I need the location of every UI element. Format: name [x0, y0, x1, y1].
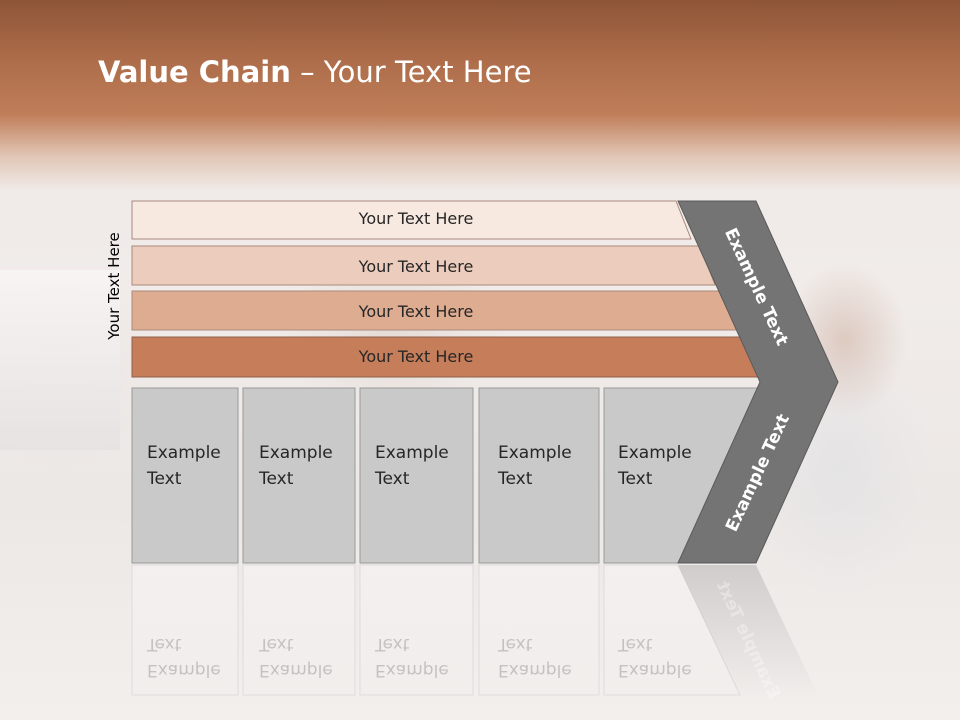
slide-title[interactable]: Value Chain – Your Text Here — [98, 52, 532, 92]
title-rest: – Your Text Here — [290, 55, 532, 89]
column-3-reflection-line-2: Text — [375, 634, 410, 654]
support-layer-4-label: Your Text Here — [358, 347, 474, 366]
column-4-reflection-line-2: Text — [498, 634, 533, 654]
column-5-reflection-label: Example Text — [618, 631, 692, 683]
column-1-line-1: Example — [147, 443, 221, 463]
column-1-reflection-label: Example Text — [147, 631, 221, 683]
header-band — [0, 0, 960, 190]
column-2-reflection-label: Example Text — [259, 631, 333, 683]
primary-column-2-label: Example Text — [259, 440, 333, 492]
column-5-line-2: Text — [618, 469, 653, 489]
column-3-reflection-label: Example Text — [375, 631, 449, 683]
primary-column-2[interactable] — [242, 387, 356, 564]
column-5-reflection-line-1: Example — [618, 660, 692, 680]
primary-column-3-label: Example Text — [375, 440, 449, 492]
column-4-line-1: Example — [498, 443, 572, 463]
support-layer-1[interactable] — [131, 200, 692, 240]
margin-chevron[interactable] — [677, 200, 839, 564]
column-1-reflection-line-1: Example — [147, 660, 221, 680]
column-1-reflection-line-2: Text — [147, 634, 182, 654]
column-2-reflection-line-1: Example — [259, 660, 333, 680]
column-3-line-1: Example — [375, 443, 449, 463]
column-3-reflection-line-1: Example — [375, 660, 449, 680]
support-layer-2-label: Your Text Here — [358, 257, 474, 276]
support-layer-2[interactable] — [131, 245, 716, 286]
column-5-line-1: Example — [618, 443, 692, 463]
primary-column-4-label: Example Text — [498, 440, 572, 492]
primary-column-1[interactable] — [131, 387, 239, 564]
column-4-line-2: Text — [498, 469, 533, 489]
primary-column-4[interactable] — [478, 387, 600, 564]
column-4-reflection-line-1: Example — [498, 660, 572, 680]
column-2-line-2: Text — [259, 469, 294, 489]
column-2-line-1: Example — [259, 443, 333, 463]
column-5-reflection-line-2: Text — [618, 634, 653, 654]
reflection — [131, 564, 820, 700]
column-2-reflection-line-2: Text — [259, 634, 294, 654]
support-layer-3-label: Your Text Here — [358, 302, 474, 321]
support-layer-1-label: Your Text Here — [358, 209, 474, 228]
primary-column-1-label: Example Text — [147, 440, 221, 492]
background-bed — [0, 270, 120, 450]
column-1-line-2: Text — [147, 469, 182, 489]
title-bold: Value Chain — [98, 55, 291, 89]
primary-column-5-label: Example Text — [618, 440, 692, 492]
column-3-line-2: Text — [375, 469, 410, 489]
column-4-reflection-label: Example Text — [498, 631, 572, 683]
primary-column-3[interactable] — [359, 387, 474, 564]
